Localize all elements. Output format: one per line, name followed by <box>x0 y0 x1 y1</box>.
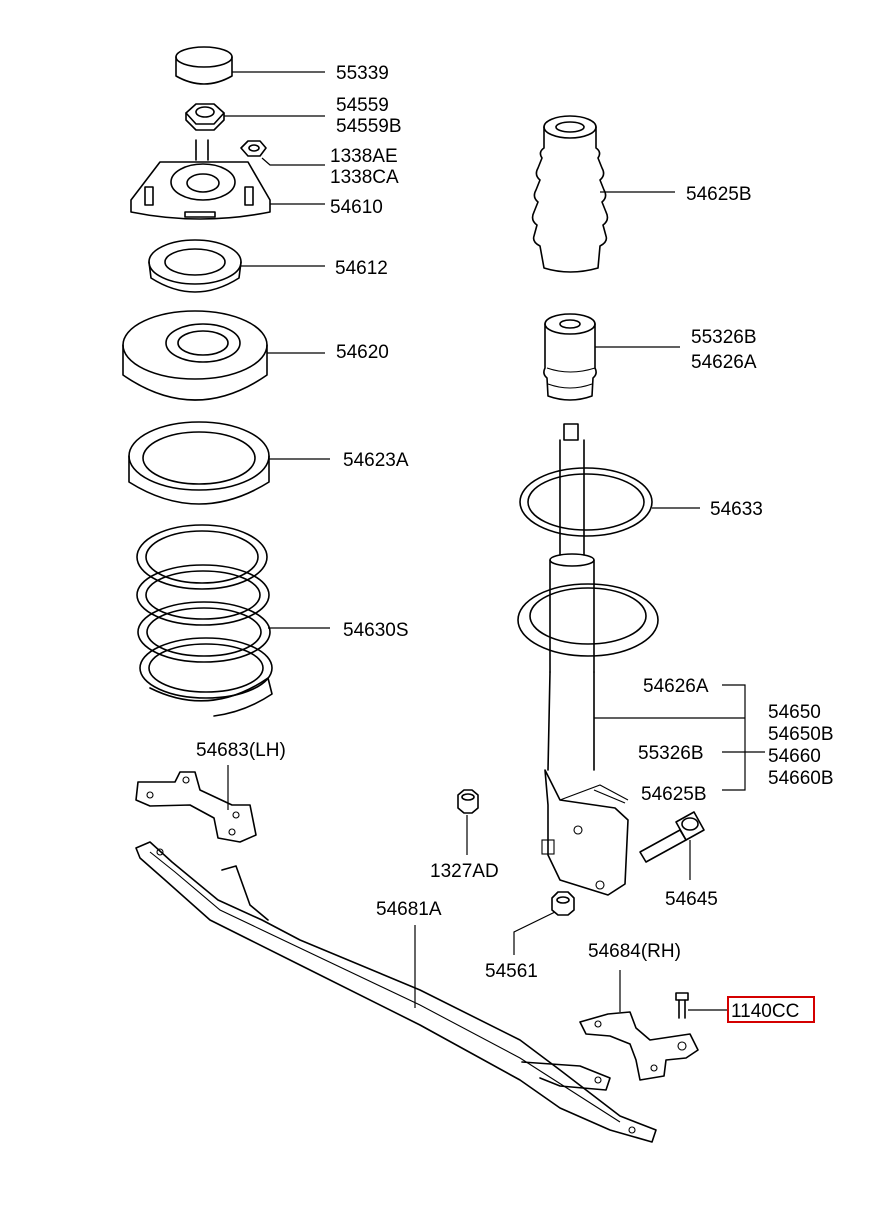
mount-plate-54610[interactable] <box>130 139 271 220</box>
leader-lines <box>224 71 765 1012</box>
insulator-54633[interactable] <box>519 467 653 537</box>
nut-54561[interactable] <box>551 891 575 916</box>
label-55326b-group[interactable]: 55326B <box>638 743 704 764</box>
label-54620[interactable]: 54620 <box>336 342 389 363</box>
spring-pad-54623a[interactable] <box>128 421 270 505</box>
label-54684-rh[interactable]: 54684(RH) <box>588 941 681 962</box>
coil-spring-54630s[interactable] <box>136 524 273 717</box>
crossmember-54681a[interactable] <box>135 841 657 1143</box>
bolt-1140cc[interactable] <box>675 992 689 1019</box>
label-54610[interactable]: 54610 <box>330 197 383 218</box>
cap-55339[interactable] <box>175 46 233 85</box>
label-54650b[interactable]: 54650B <box>768 724 834 745</box>
label-54625b-group[interactable]: 54625B <box>641 784 707 805</box>
label-54660b[interactable]: 54660B <box>768 768 834 789</box>
part-labels: 55339 54559 54559B 1338AE 1338CA 54610 5… <box>196 63 834 1023</box>
label-54630s[interactable]: 54630S <box>343 620 409 641</box>
label-54559b[interactable]: 54559B <box>336 116 402 137</box>
dust-boot-54625b[interactable] <box>531 115 609 273</box>
nut-1338ae[interactable] <box>240 140 267 157</box>
bracket-54684-rh[interactable] <box>579 1011 699 1081</box>
label-55326b-top[interactable]: 55326B <box>691 327 757 348</box>
label-54650[interactable]: 54650 <box>768 702 821 723</box>
nut-1327ad[interactable] <box>457 789 479 814</box>
label-54561[interactable]: 54561 <box>485 961 538 982</box>
label-54633[interactable]: 54633 <box>710 499 763 520</box>
label-54559[interactable]: 54559 <box>336 95 389 116</box>
label-54660[interactable]: 54660 <box>768 746 821 767</box>
label-54612[interactable]: 54612 <box>335 258 388 279</box>
bracket-54683-lh[interactable] <box>135 771 257 843</box>
nut-54559[interactable] <box>185 103 225 131</box>
label-1327ad[interactable]: 1327AD <box>430 861 499 882</box>
strut-assembly[interactable] <box>517 423 659 896</box>
label-1140cc[interactable]: 1140CC <box>731 1001 799 1022</box>
label-54626a-top[interactable]: 54626A <box>691 352 757 373</box>
bump-stop-55326b[interactable] <box>543 313 597 401</box>
label-54626a-group[interactable]: 54626A <box>643 676 709 697</box>
label-1338ca[interactable]: 1338CA <box>330 167 399 188</box>
label-54645[interactable]: 54645 <box>665 889 718 910</box>
label-54683-lh[interactable]: 54683(LH) <box>196 740 286 761</box>
highlight-box-1140cc <box>727 996 815 1023</box>
bearing-54612[interactable] <box>148 239 242 293</box>
spring-seat-54620[interactable] <box>122 310 268 401</box>
bolt-54645[interactable] <box>639 811 705 863</box>
label-54623a[interactable]: 54623A <box>343 450 409 471</box>
label-55339[interactable]: 55339 <box>336 63 389 84</box>
label-54681a[interactable]: 54681A <box>376 899 442 920</box>
label-1338ae[interactable]: 1338AE <box>330 146 398 167</box>
label-54625b-top[interactable]: 54625B <box>686 184 752 205</box>
